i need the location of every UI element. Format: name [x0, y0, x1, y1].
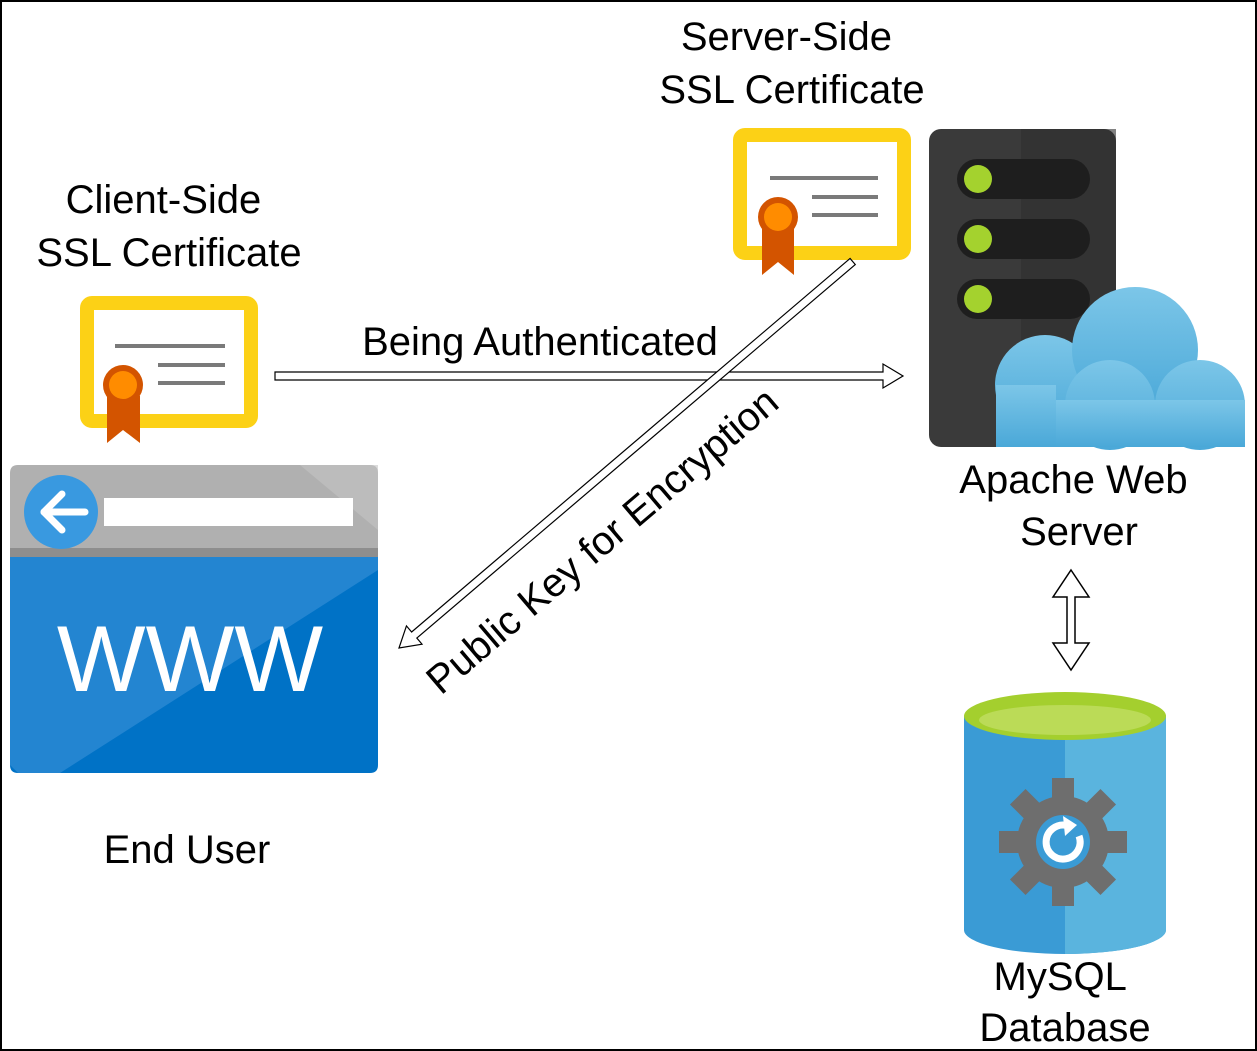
client-certificate-icon [80, 296, 258, 443]
server-certificate-icon [733, 128, 911, 275]
public-key-arrow [398, 257, 857, 649]
server-led-icon [964, 285, 992, 313]
server-cert-label-line-1: Server-Side [681, 15, 892, 59]
server-led-icon [964, 225, 992, 253]
back-arrow-icon [40, 490, 89, 534]
server-slot [957, 159, 1090, 199]
cloud-icon [995, 287, 1245, 450]
server-cert-label-line-2: SSL Certificate [659, 68, 924, 112]
server-cert-label: Server-Side SSL Certificate [659, 15, 924, 112]
web-server-label-line-1: Apache Web [959, 458, 1187, 502]
web-server-label: Apache Web Server [959, 458, 1198, 554]
database-label-line-1: MySQL [994, 955, 1126, 999]
client-cert-label-line-2: SSL Certificate [36, 231, 301, 275]
address-bar [104, 498, 353, 526]
browser-window-icon: WWW [10, 465, 378, 773]
gear-icon [999, 778, 1127, 906]
auth-arrow-label: Being Authenticated [362, 320, 718, 364]
client-cert-label-line-1: Client-Side [66, 178, 262, 222]
web-server-label-line-2: Server [1020, 510, 1138, 554]
server-database-double-arrow [1051, 568, 1091, 672]
browser-www-text: WWW [57, 606, 323, 711]
server-slot [957, 219, 1090, 259]
database-label: MySQL Database [979, 955, 1150, 1050]
end-user-label: End User [104, 828, 271, 872]
database-icon [964, 692, 1166, 954]
server-slot [957, 279, 1090, 319]
database-label-line-2: Database [979, 1006, 1150, 1050]
server-led-icon [964, 165, 992, 193]
auth-arrow [274, 362, 905, 390]
client-cert-label: Client-Side SSL Certificate [36, 178, 301, 275]
